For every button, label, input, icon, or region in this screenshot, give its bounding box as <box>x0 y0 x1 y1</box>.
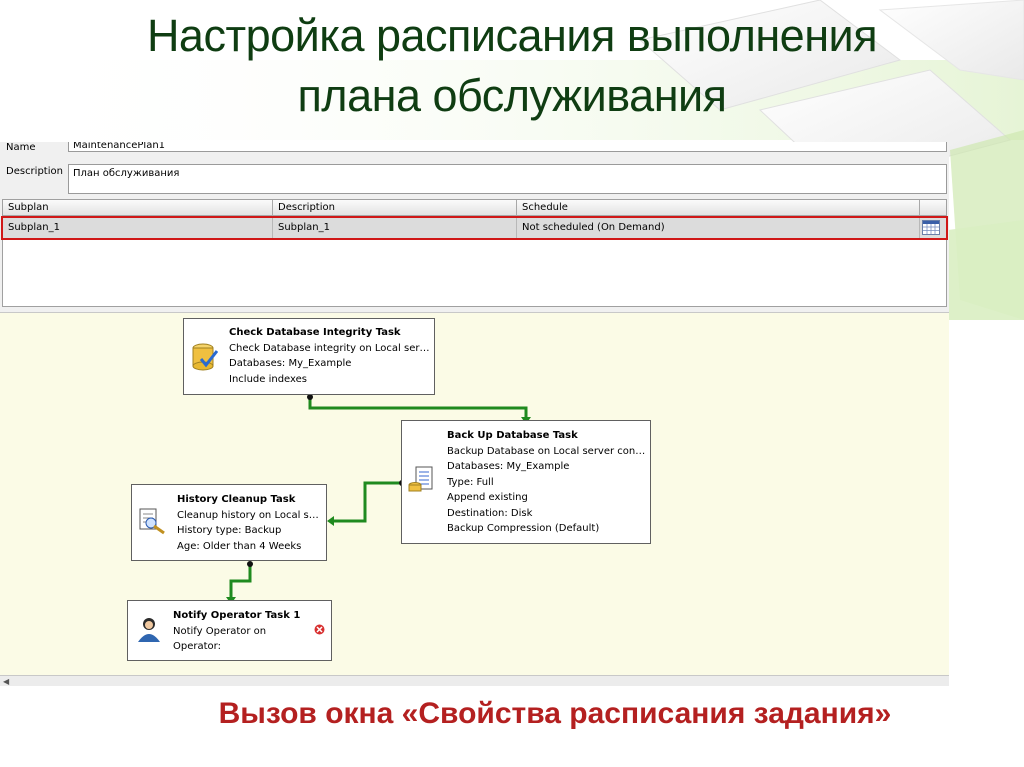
subplan-grid-header: Subplan Description Schedule <box>3 200 946 217</box>
task-line: Notify Operator on <box>173 625 267 637</box>
task-check-database-integrity[interactable]: Check Database Integrity Task Check Data… <box>183 318 435 395</box>
slide-title: Настройка расписания выполнения плана об… <box>0 6 1024 126</box>
task-title: Notify Operator Task 1 <box>173 610 301 621</box>
database-check-icon <box>192 343 219 377</box>
task-back-up-database[interactable]: Back Up Database Task Backup Database on… <box>401 420 651 544</box>
task-line: Cleanup history on Local s… <box>177 509 319 521</box>
name-label: Name <box>6 142 36 153</box>
task-title: Back Up Database Task <box>447 430 578 441</box>
task-line: Databases: My_Example <box>229 358 352 369</box>
cell-schedule-button <box>920 218 946 238</box>
history-cleanup-icon <box>138 507 166 541</box>
task-title: Check Database Integrity Task <box>229 327 401 338</box>
task-line: Destination: Disk <box>447 507 533 519</box>
calendar-icon[interactable] <box>922 220 940 235</box>
task-line: Type: Full <box>447 476 494 488</box>
horizontal-scrollbar[interactable]: ◀ <box>0 675 949 686</box>
column-header-description[interactable]: Description <box>273 200 517 216</box>
column-header-subplan[interactable]: Subplan <box>3 200 273 216</box>
error-icon[interactable] <box>314 624 325 641</box>
cell-schedule: Not scheduled (On Demand) <box>517 218 920 238</box>
column-header-blank <box>920 200 946 216</box>
cell-description: Subplan_1 <box>273 218 517 238</box>
task-line: Databases: My_Example <box>447 461 570 472</box>
plan-properties: Name MaintenancePlan1 Description План о… <box>0 142 949 194</box>
slide-title-line2: плана обслуживания <box>297 70 727 121</box>
connector-check-to-backup <box>308 396 528 418</box>
task-line: History type: Backup <box>177 525 282 536</box>
arrowhead-history <box>327 516 334 526</box>
task-history-cleanup[interactable]: History Cleanup Task Cleanup history on … <box>131 484 327 561</box>
column-header-schedule[interactable]: Schedule <box>517 200 920 216</box>
task-line: Append existing <box>447 492 528 503</box>
operator-icon <box>136 616 162 648</box>
backup-icon <box>408 465 434 499</box>
cell-subplan: Subplan_1 <box>3 218 273 238</box>
subplan-grid: Subplan Description Schedule Subplan_1 S… <box>1 199 948 307</box>
connector-history-to-notify <box>229 565 252 598</box>
task-line: Operator: <box>173 641 221 652</box>
task-line: Include indexes <box>229 373 307 385</box>
task-line: Check Database integrity on Local ser… <box>229 342 430 354</box>
maintenance-plan-designer: Name MaintenancePlan1 Description План о… <box>0 142 949 686</box>
task-title: History Cleanup Task <box>177 494 296 505</box>
table-row[interactable]: Subplan_1 Subplan_1 Not scheduled (On De… <box>1 216 948 240</box>
background-decoration <box>0 0 1024 320</box>
description-label: Description <box>6 166 63 177</box>
connector-backup-to-history <box>334 481 400 523</box>
description-field[interactable]: План обслуживания <box>68 164 947 194</box>
design-canvas[interactable]: Check Database Integrity Task Check Data… <box>0 312 949 676</box>
scroll-left-arrow-icon[interactable]: ◀ <box>3 677 10 686</box>
slide-subtitle: Вызов окна «Свойства расписания задания» <box>218 697 892 730</box>
task-line: Age: Older than 4 Weeks <box>177 540 302 552</box>
task-line: Backup Compression (Default) <box>447 523 600 534</box>
task-line: Backup Database on Local server con… <box>447 445 646 457</box>
name-field[interactable]: MaintenancePlan1 <box>68 142 947 152</box>
slide-title-line1: Настройка расписания выполнения <box>146 10 878 61</box>
task-notify-operator[interactable]: Notify Operator Task 1 Notify Operator o… <box>127 600 332 661</box>
